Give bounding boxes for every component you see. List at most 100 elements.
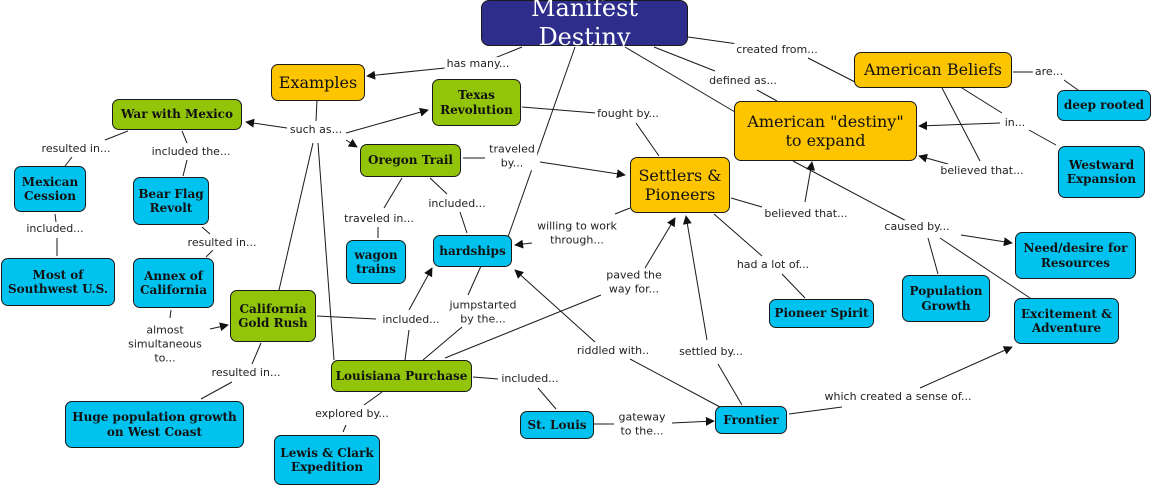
line-hadalot-spirit bbox=[781, 273, 806, 299]
node-wagon-trains[interactable]: wagon trains bbox=[346, 240, 406, 284]
arrow-hasmany-examples bbox=[366, 67, 446, 80]
label-included-4: included... bbox=[499, 372, 561, 386]
label-gateway-to: gateway to the... bbox=[616, 410, 668, 438]
label-are: are... bbox=[1032, 65, 1066, 79]
line-louisiana-included4 bbox=[472, 376, 499, 380]
label-believed-that-1: believed that... bbox=[938, 164, 1026, 178]
label-in: in... bbox=[1002, 116, 1028, 130]
label-caused-by: caused by... bbox=[882, 220, 952, 234]
node-huge-population-growth[interactable]: Huge population growth on West Coast bbox=[65, 401, 244, 448]
node-westward-expansion[interactable]: Westward Expansion bbox=[1058, 146, 1145, 198]
label-resulted-in-3: resulted in... bbox=[209, 366, 283, 380]
node-annex-of-california[interactable]: Annex of California bbox=[133, 258, 214, 308]
line-resultedin-huge bbox=[200, 381, 233, 400]
line-settlers-hadalot bbox=[713, 213, 763, 257]
line-goldrush-resultedin bbox=[251, 342, 262, 365]
label-defined-as: defined as... bbox=[707, 74, 779, 88]
line-beliefs-believed bbox=[941, 87, 981, 162]
line-included-hardships bbox=[459, 211, 468, 234]
arrow-traveledby-settlers bbox=[539, 161, 626, 179]
line-md-definedas bbox=[653, 46, 716, 72]
label-had-a-lot-of: had a lot of... bbox=[734, 258, 812, 272]
node-settlers-pioneers[interactable]: Settlers & Pioneers bbox=[630, 157, 730, 213]
node-american-beliefs[interactable]: American Beliefs bbox=[854, 52, 1012, 88]
node-excitement-adventure[interactable]: Excitement & Adventure bbox=[1014, 298, 1119, 344]
arrow-paved-settlers bbox=[644, 217, 676, 269]
node-bear-flag-revolt[interactable]: Bear Flag Revolt bbox=[133, 177, 209, 225]
arrow-settledby-settlers bbox=[682, 215, 708, 341]
line-jumpstarted-hardships bbox=[467, 265, 482, 296]
label-included-3: included... bbox=[380, 313, 442, 327]
line-suchas-goldrush bbox=[278, 142, 314, 291]
line-annex-simultaneous bbox=[169, 309, 172, 319]
line-oregon-traveledin bbox=[383, 177, 403, 209]
node-mexican-cession[interactable]: Mexican Cession bbox=[14, 166, 86, 212]
node-oregon-trail[interactable]: Oregon Trail bbox=[360, 144, 461, 177]
arrow-believed2-destiny bbox=[804, 161, 816, 203]
label-included-the: included the... bbox=[149, 145, 233, 159]
arrow-suchas-oregon bbox=[345, 138, 358, 148]
label-traveled-in: traveled in... bbox=[342, 212, 416, 226]
arrow-suchas-war bbox=[245, 118, 288, 129]
line-frontier-whichcreated bbox=[788, 406, 843, 415]
label-explored-by: explored by... bbox=[313, 407, 391, 421]
line-destiny-causedby bbox=[792, 160, 911, 224]
line-texas-foughtby bbox=[521, 106, 597, 114]
line-settlers-willing bbox=[614, 207, 631, 215]
line-goldrush-included bbox=[316, 315, 377, 320]
line-louisiana-included bbox=[404, 329, 410, 361]
line-suchas-louisiana bbox=[317, 142, 335, 361]
node-manifest-destiny[interactable]: Manifest Destiny bbox=[481, 0, 688, 51]
line-createdfrom-beliefs bbox=[807, 57, 856, 83]
line-examples-suchas bbox=[315, 99, 318, 122]
node-texas-revolution[interactable]: Texas Revolution bbox=[432, 79, 521, 126]
node-deep-rooted[interactable]: deep rooted bbox=[1057, 90, 1151, 121]
node-california-gold-rush[interactable]: California Gold Rush bbox=[230, 290, 316, 342]
label-almost-simultaneous: almost simultaneous to... bbox=[126, 323, 204, 365]
arrow-simultaneous-goldrush bbox=[209, 322, 229, 332]
line-resultedin-cession bbox=[64, 156, 73, 167]
line-cession-included bbox=[54, 213, 57, 223]
label-created-from: created from... bbox=[734, 43, 820, 57]
arrow-believed-destiny bbox=[918, 153, 949, 165]
label-settled-by: settled by... bbox=[677, 345, 745, 359]
line-frontier-riddled bbox=[629, 358, 721, 408]
label-which-created: which created a sense of... bbox=[822, 390, 974, 404]
label-has-many: has many... bbox=[444, 57, 512, 71]
line-causedby-popgrowth bbox=[927, 237, 939, 275]
line-md-hardships bbox=[507, 46, 576, 238]
line-definedas-destiny bbox=[756, 89, 778, 102]
node-lewis-clark[interactable]: Lewis & Clark Expedition bbox=[274, 435, 380, 485]
node-examples[interactable]: Examples bbox=[271, 64, 365, 101]
label-such-as: such as... bbox=[287, 123, 345, 137]
line-settlers-believed2 bbox=[730, 197, 763, 208]
node-war-with-mexico[interactable]: War with Mexico bbox=[112, 99, 242, 130]
line-frontier-settledby bbox=[717, 363, 743, 406]
node-st-louis[interactable]: St. Louis bbox=[520, 411, 594, 439]
label-traveled-by: traveled by... bbox=[487, 142, 537, 170]
node-population-growth[interactable]: Population Growth bbox=[902, 275, 990, 322]
node-louisiana-purchase[interactable]: Louisiana Purchase bbox=[331, 360, 472, 392]
node-american-destiny[interactable]: American "destiny" to expand bbox=[734, 101, 917, 161]
line-included4-stlouis bbox=[537, 387, 557, 410]
line-md-destiny2 bbox=[624, 46, 736, 113]
arrow-suchas-texas bbox=[345, 107, 429, 134]
node-need-resources[interactable]: Need/desire for Resources bbox=[1015, 232, 1136, 279]
line-oregon-included bbox=[429, 177, 448, 195]
label-paved-the-way: paved the way for... bbox=[604, 268, 664, 296]
line-exploredby-lewis bbox=[342, 424, 347, 433]
line-louisiana-paved bbox=[444, 294, 602, 359]
line-causedby-excitement bbox=[939, 237, 1031, 299]
label-resulted-in-1: resulted in... bbox=[39, 142, 113, 156]
label-included-1: included... bbox=[24, 222, 86, 236]
node-pioneer-spirit[interactable]: Pioneer Spirit bbox=[769, 299, 874, 328]
arrow-included-hardships bbox=[408, 267, 433, 311]
node-hardships[interactable]: hardships bbox=[433, 235, 512, 267]
label-riddled-with: riddled with.. bbox=[574, 344, 652, 358]
arrow-riddled-hardships bbox=[514, 269, 596, 343]
node-most-of-southwest[interactable]: Most of Southwest U.S. bbox=[1, 258, 115, 306]
arrow-willing-hardships bbox=[514, 239, 533, 249]
line-bearflag-resultedin bbox=[201, 226, 211, 235]
node-frontier[interactable]: Frontier bbox=[715, 406, 787, 434]
